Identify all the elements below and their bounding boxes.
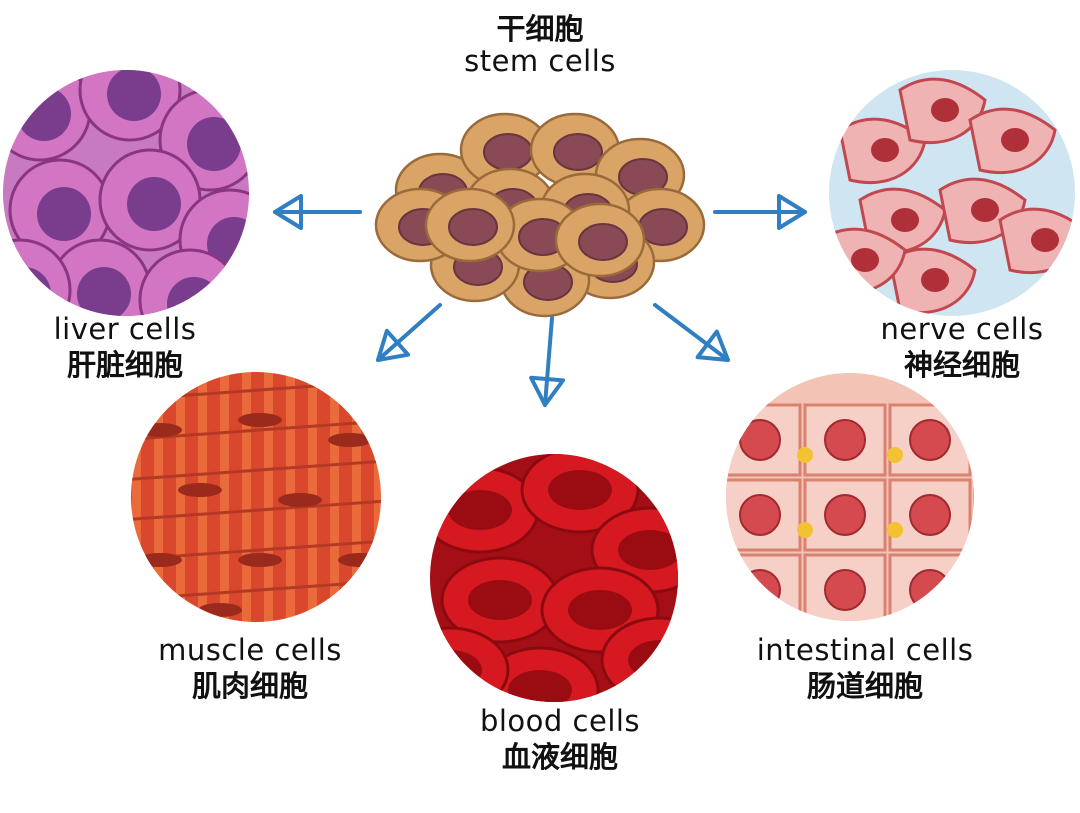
- arrow-to-blood-cells: [529, 316, 566, 407]
- arrow-to-nerve-cells: [713, 194, 807, 230]
- blood-cell: [600, 616, 678, 702]
- blood-cells-label-en: blood cells: [479, 704, 641, 738]
- nerve-nucleus: [1001, 128, 1029, 152]
- arrow-to-liver-cells-head: [273, 194, 303, 230]
- liver-cells-label-zh: 肝脏细胞: [66, 347, 183, 382]
- blood-cell-center: [618, 530, 678, 570]
- muscle-nucleus: [138, 423, 182, 437]
- nerve-nucleus: [1031, 228, 1059, 252]
- muscle-nucleus: [138, 553, 182, 567]
- stem-nucleus: [578, 223, 628, 261]
- liver-nucleus: [107, 70, 161, 121]
- liver-cells-illustration: [3, 70, 249, 316]
- stem-cells-label-en: stem cells: [464, 43, 616, 78]
- nerve-nucleus: [921, 268, 949, 292]
- muscle-nucleus: [328, 433, 372, 447]
- liver-nucleus: [37, 187, 91, 241]
- intestinal-junction: [887, 522, 903, 538]
- label-stem-cells: 干细胞 stem cells: [440, 10, 640, 78]
- intestinal-nucleus: [909, 494, 951, 536]
- nerve-cells-label-zh: 神经细胞: [903, 347, 1020, 382]
- intestinal-nucleus: [995, 495, 1035, 535]
- intestinal-nucleus: [995, 570, 1035, 610]
- intestinal-nucleus: [995, 420, 1035, 460]
- stem-nucleus: [448, 208, 498, 246]
- intestinal-junction: [797, 447, 813, 463]
- blood-cell: [430, 626, 510, 702]
- muscle-fiber: [131, 498, 381, 522]
- arrow-to-blood-cells-shaft: [543, 316, 554, 407]
- intestinal-cells-label-en: intestinal cells: [756, 633, 974, 667]
- stem-nucleus: [483, 133, 533, 171]
- intestinal-cell: [973, 403, 974, 477]
- intestinal-nucleus: [909, 569, 951, 611]
- muscle-nucleus: [338, 553, 381, 567]
- intestinal-cells-label-zh: 肠道细胞: [806, 668, 923, 703]
- intestinal-nucleus: [739, 569, 781, 611]
- arrow-to-muscle-cells: [376, 303, 442, 362]
- blood-cell-center: [430, 650, 482, 690]
- intestinal-junction: [887, 447, 903, 463]
- arrow-to-intestinal-cells-shaft: [653, 303, 730, 362]
- label-liver-cells: liver cells 肝脏细胞: [30, 312, 220, 382]
- stem-nucleus: [553, 133, 603, 171]
- intestinal-nucleus: [824, 494, 866, 536]
- intestinal-cell: [973, 553, 974, 621]
- blood-cell-center: [548, 470, 612, 510]
- intestinal-nucleus: [909, 419, 951, 461]
- muscle-nucleus: [178, 483, 222, 497]
- muscle-cells-illustration: [131, 372, 381, 622]
- label-intestinal-cells: intestinal cells 肠道细胞: [735, 633, 995, 703]
- intestinal-cell: [973, 478, 974, 552]
- nerve-nucleus: [971, 198, 999, 222]
- blood-cell-center: [448, 490, 512, 530]
- arrow-to-muscle-cells-shaft: [376, 303, 442, 362]
- muscle-nucleus: [238, 413, 282, 427]
- blood-cell-center: [628, 640, 678, 680]
- nerve-nucleus: [931, 98, 959, 122]
- intestinal-nucleus: [739, 494, 781, 536]
- muscle-nucleus: [278, 493, 322, 507]
- arrow-to-liver-cells: [273, 194, 362, 230]
- liver-nucleus: [127, 177, 181, 231]
- nerve-cells-illustration: [829, 70, 1075, 316]
- muscle-fiber: [131, 458, 381, 482]
- liver-cells-label-en: liver cells: [53, 312, 197, 346]
- nerve-cells-label-en: nerve cells: [880, 312, 1044, 346]
- label-nerve-cells: nerve cells 神经细胞: [862, 312, 1062, 382]
- arrow-to-muscle-cells-head: [376, 328, 411, 362]
- intestinal-cell: [726, 553, 802, 621]
- blood-cells-label-zh: 血液细胞: [501, 739, 618, 774]
- muscle-nucleus: [238, 553, 282, 567]
- blood-cell-center: [568, 590, 632, 630]
- muscle-cells-label-en: muscle cells: [158, 633, 342, 667]
- stem-cells-illustration: [374, 112, 706, 318]
- liver-nucleus: [77, 267, 131, 316]
- arrow-to-intestinal-cells-head: [695, 329, 730, 362]
- intestinal-nucleus: [824, 569, 866, 611]
- liver-nucleus: [17, 87, 71, 141]
- muscle-cells-label-zh: 肌肉细胞: [191, 668, 308, 703]
- nerve-nucleus: [851, 248, 879, 272]
- arrow-to-intestinal-cells: [653, 303, 730, 362]
- liver-nucleus: [187, 117, 241, 171]
- nerve-nucleus: [891, 208, 919, 232]
- arrow-to-blood-cells-head: [529, 375, 566, 407]
- intestinal-cells-illustration: [726, 373, 1035, 621]
- arrow-to-nerve-cells-head: [777, 194, 807, 230]
- intestinal-nucleus: [824, 419, 866, 461]
- intestinal-junction: [797, 522, 813, 538]
- blood-cell-center: [468, 580, 532, 620]
- arrows: [273, 194, 807, 407]
- label-blood-cells: blood cells 血液细胞: [460, 704, 660, 774]
- muscle-nucleus: [198, 603, 242, 617]
- nerve-nucleus: [871, 138, 899, 162]
- stem-cells-label-zh: 干细胞: [496, 12, 584, 46]
- blood-cells-illustration: [430, 454, 678, 702]
- label-muscle-cells: muscle cells 肌肉细胞: [150, 633, 350, 703]
- intestinal-nucleus: [739, 419, 781, 461]
